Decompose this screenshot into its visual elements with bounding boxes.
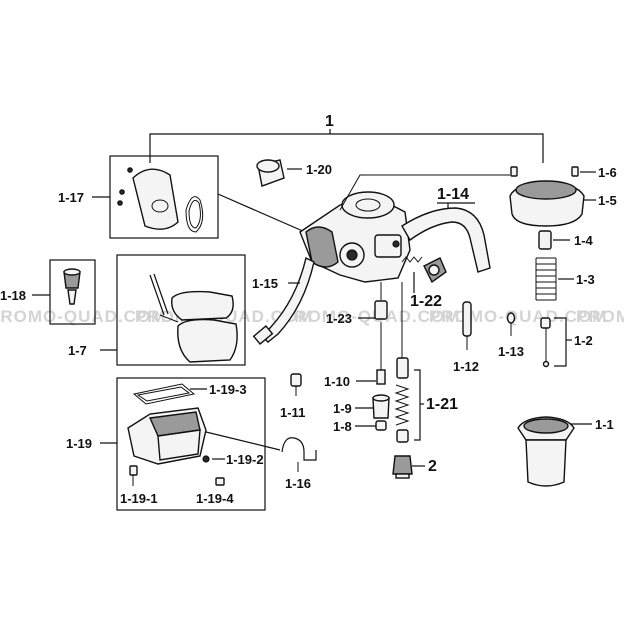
label-1-14: 1-14 bbox=[437, 186, 469, 203]
label-1-20: 1-20 bbox=[306, 162, 332, 177]
part-1-20-group: 1-20 bbox=[256, 159, 332, 187]
watermark-text: PROMO-QUAD.COM bbox=[0, 307, 166, 326]
assembly-bracket: 1 bbox=[149, 113, 544, 163]
watermark-text: PROMO-QUAD.COM bbox=[576, 307, 624, 326]
label-1-19-3: 1-19-3 bbox=[209, 382, 247, 397]
label-1-19-1: 1-19-1 bbox=[120, 491, 158, 506]
label-1-6: 1-6 bbox=[598, 165, 617, 180]
label-1-15: 1-15 bbox=[252, 276, 278, 291]
part-1-12-group: 1-12 bbox=[453, 301, 479, 374]
watermark-text: PROMO-QUAD.COM bbox=[429, 307, 607, 326]
part-1-19-frame bbox=[116, 377, 266, 511]
label-1-5: 1-5 bbox=[598, 193, 617, 208]
part-1-14-group: 1-14 bbox=[401, 186, 491, 273]
part-1-11-group: 1-11 bbox=[280, 373, 305, 420]
label-1-22: 1-22 bbox=[410, 293, 442, 310]
label-1-19: 1-19 bbox=[66, 436, 92, 451]
label-1-4: 1-4 bbox=[574, 233, 594, 248]
label-assembly: 1 bbox=[325, 113, 334, 130]
label-1-7: 1-7 bbox=[68, 343, 87, 358]
part-1-7-group: 1-7 bbox=[68, 254, 246, 366]
label-1-19-4: 1-19-4 bbox=[196, 491, 234, 506]
carburetor-body bbox=[299, 174, 510, 283]
label-1-2: 1-2 bbox=[574, 333, 593, 348]
part-1-18-frame bbox=[49, 259, 96, 325]
part-1-22-group: 1-22 bbox=[401, 256, 447, 310]
part-1-18-group: 1-18 bbox=[0, 259, 96, 325]
right-column: 1-6 1-5 1-4 1-3 1-2 1-13 1-1 bbox=[498, 165, 617, 487]
label-1-8: 1-8 bbox=[333, 419, 352, 434]
label-1-13: 1-13 bbox=[498, 344, 524, 359]
label-1-16: 1-16 bbox=[285, 476, 311, 491]
label-1-19-2: 1-19-2 bbox=[226, 452, 264, 467]
cover-plate bbox=[132, 168, 179, 230]
label-1-1: 1-1 bbox=[595, 417, 614, 432]
part-1-19-group: 1-19-3 1-19-2 1-19-1 1-19-4 1-19 bbox=[66, 377, 281, 511]
part-1-15-group: 1-15 bbox=[252, 256, 315, 345]
label-1-23: 1-23 bbox=[326, 311, 352, 326]
label-1-12: 1-12 bbox=[453, 359, 479, 374]
label-1-21: 1-21 bbox=[426, 396, 458, 413]
part-1-7-frame bbox=[116, 254, 246, 366]
label-1-9: 1-9 bbox=[333, 401, 352, 416]
watermark-row: PROMO-QUAD.COM PROMO-QUAD.COM PROMO-QUAD… bbox=[0, 307, 624, 326]
part-1-21-group: 1-21 2 bbox=[392, 282, 458, 479]
label-1-3: 1-3 bbox=[576, 272, 595, 287]
label-2: 2 bbox=[428, 458, 437, 475]
label-1-10: 1-10 bbox=[324, 374, 350, 389]
part-1-17-group: 1-17 bbox=[58, 155, 306, 239]
part-1-23-group: 1-23 bbox=[326, 282, 388, 326]
jet-column: 1-10 1-9 1-8 bbox=[324, 322, 390, 434]
part-1-16-group: 1-16 bbox=[281, 437, 317, 491]
label-1-17: 1-17 bbox=[58, 190, 84, 205]
watermark-text: PROMO-QUAD.COM bbox=[282, 307, 460, 326]
label-1-11: 1-11 bbox=[280, 405, 305, 420]
label-1-18: 1-18 bbox=[0, 288, 26, 303]
